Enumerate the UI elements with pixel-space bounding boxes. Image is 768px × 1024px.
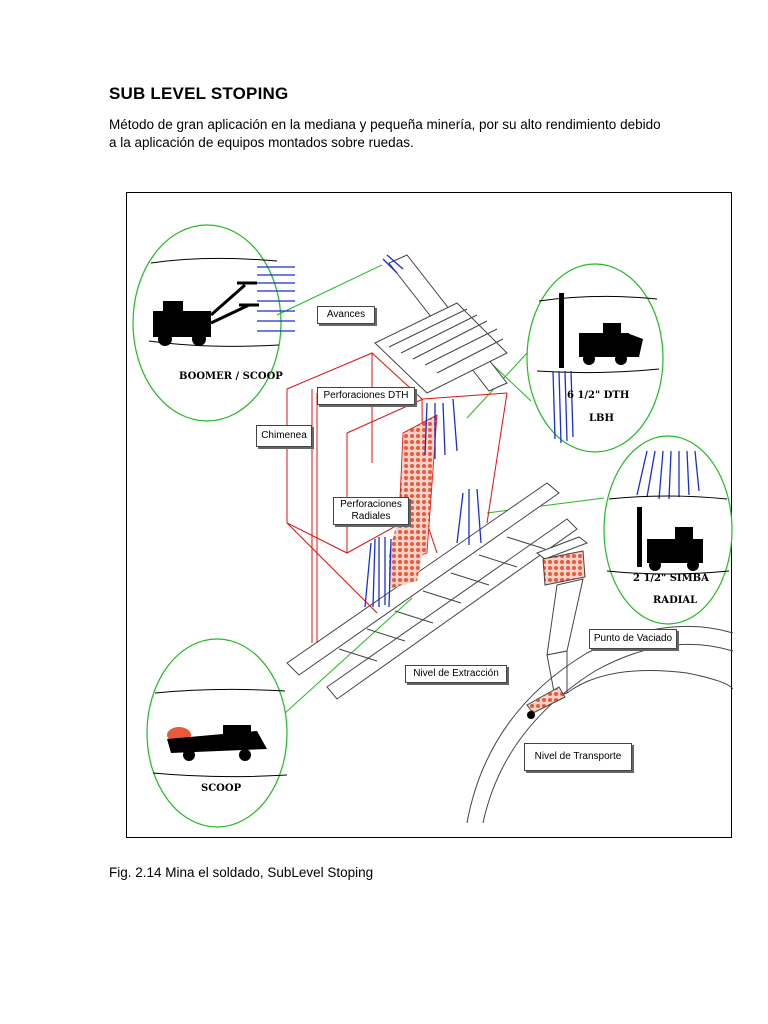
caption-simba-size: 2 1/2" SIMBA [633,573,709,584]
label-chimenea: Chimenea [256,425,312,447]
label-avances: Avances [317,306,375,324]
stope-outline [286,352,508,643]
caption-simba-radial: RADIAL [653,595,698,606]
scoop-detail-circle [146,638,288,828]
stope-drill-holes [364,254,482,608]
intro-paragraph: Método de gran aplicación en la mediana … [109,117,661,150]
transport-truck [526,686,566,714]
caption-dth-lbh: LBH [589,413,614,424]
mine-diagram [132,224,733,828]
extraction-drifts [286,482,589,700]
ore-muck-pile [389,523,427,589]
simba-inset [606,450,730,575]
simba-detail-circle [603,435,733,625]
label-perforaciones-radiales: Perforaciones Radiales [333,497,409,525]
scoop-inset [152,688,288,778]
figure-caption: Fig. 2.14 Mina el soldado, SubLevel Stop… [109,865,374,880]
caption-scoop: SCOOP [201,783,242,794]
caption-dth-size: 6 1/2" DTH [567,390,630,401]
caption-boomer-scoop: BOOMER / SCOOP [179,371,283,382]
ore-pass [542,550,586,698]
label-nivel-extraccion: Nivel de Extracción [405,665,507,683]
page-heading: SUB LEVEL STOPING [109,84,289,103]
dth-inset [536,293,660,444]
avances-drifts [374,254,508,394]
label-nivel-transporte: Nivel de Transporte [524,743,632,771]
transport-tunnel [466,625,733,824]
label-perforaciones-dth: Perforaciones DTH [317,387,415,405]
label-punto-vaciado: Punto de Vaciado [589,629,677,649]
boomer-inset [148,257,295,347]
sublevel-stoping-figure: Avances Perforaciones DTH Chimenea Perfo… [126,192,733,838]
